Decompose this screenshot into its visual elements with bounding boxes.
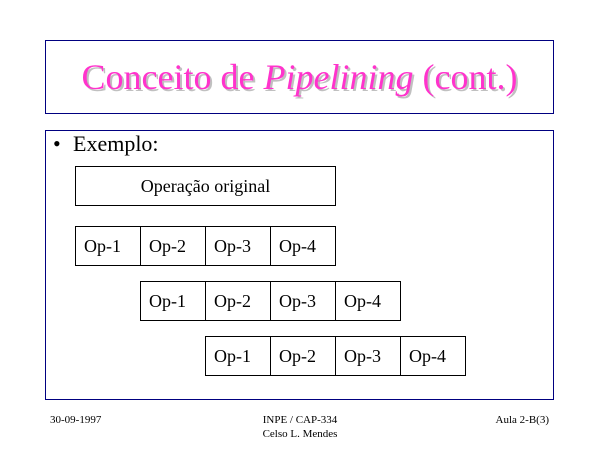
footer-page: Aula 2-B(3) (495, 414, 549, 426)
stage-cell-r1-op2: Op-2 (140, 226, 206, 266)
original-operation-box: Operação original (75, 166, 336, 206)
stage-cell-r2-op1: Op-1 (140, 281, 206, 321)
title-italic: Pipelining (263, 57, 414, 97)
bullet-text: Exemplo: (73, 131, 159, 156)
stage-cell-r3-op3: Op-3 (335, 336, 401, 376)
stage-cell-r1-op1: Op-1 (75, 226, 141, 266)
stage-cell-r3-op2: Op-2 (270, 336, 336, 376)
title-prefix: Conceito de (81, 57, 264, 97)
content-frame (45, 130, 554, 400)
stage-cell-r2-op4: Op-4 (335, 281, 401, 321)
footer-center: INPE / CAP-334 Celso L. Mendes (0, 413, 600, 441)
stage-cell-r3-op4: Op-4 (400, 336, 466, 376)
slide-title: Conceito de Pipelining (cont.) (46, 57, 553, 97)
stage-cell-r1-op3: Op-3 (205, 226, 271, 266)
title-suffix: (cont.) (413, 57, 518, 97)
footer-course: INPE / CAP-334 (262, 414, 338, 426)
title-frame: Conceito de Pipelining (cont.) (45, 40, 554, 114)
footer-date: 30-09-1997 (50, 414, 102, 426)
stage-cell-r3-op1: Op-1 (205, 336, 271, 376)
stage-cell-r2-op2: Op-2 (205, 281, 271, 321)
stage-cell-r1-op4: Op-4 (270, 226, 336, 266)
stage-cell-r2-op3: Op-3 (270, 281, 336, 321)
footer-author: Celso L. Mendes (262, 428, 338, 440)
bullet-icon: • (53, 131, 61, 156)
bullet-item: • Exemplo: (53, 131, 159, 157)
